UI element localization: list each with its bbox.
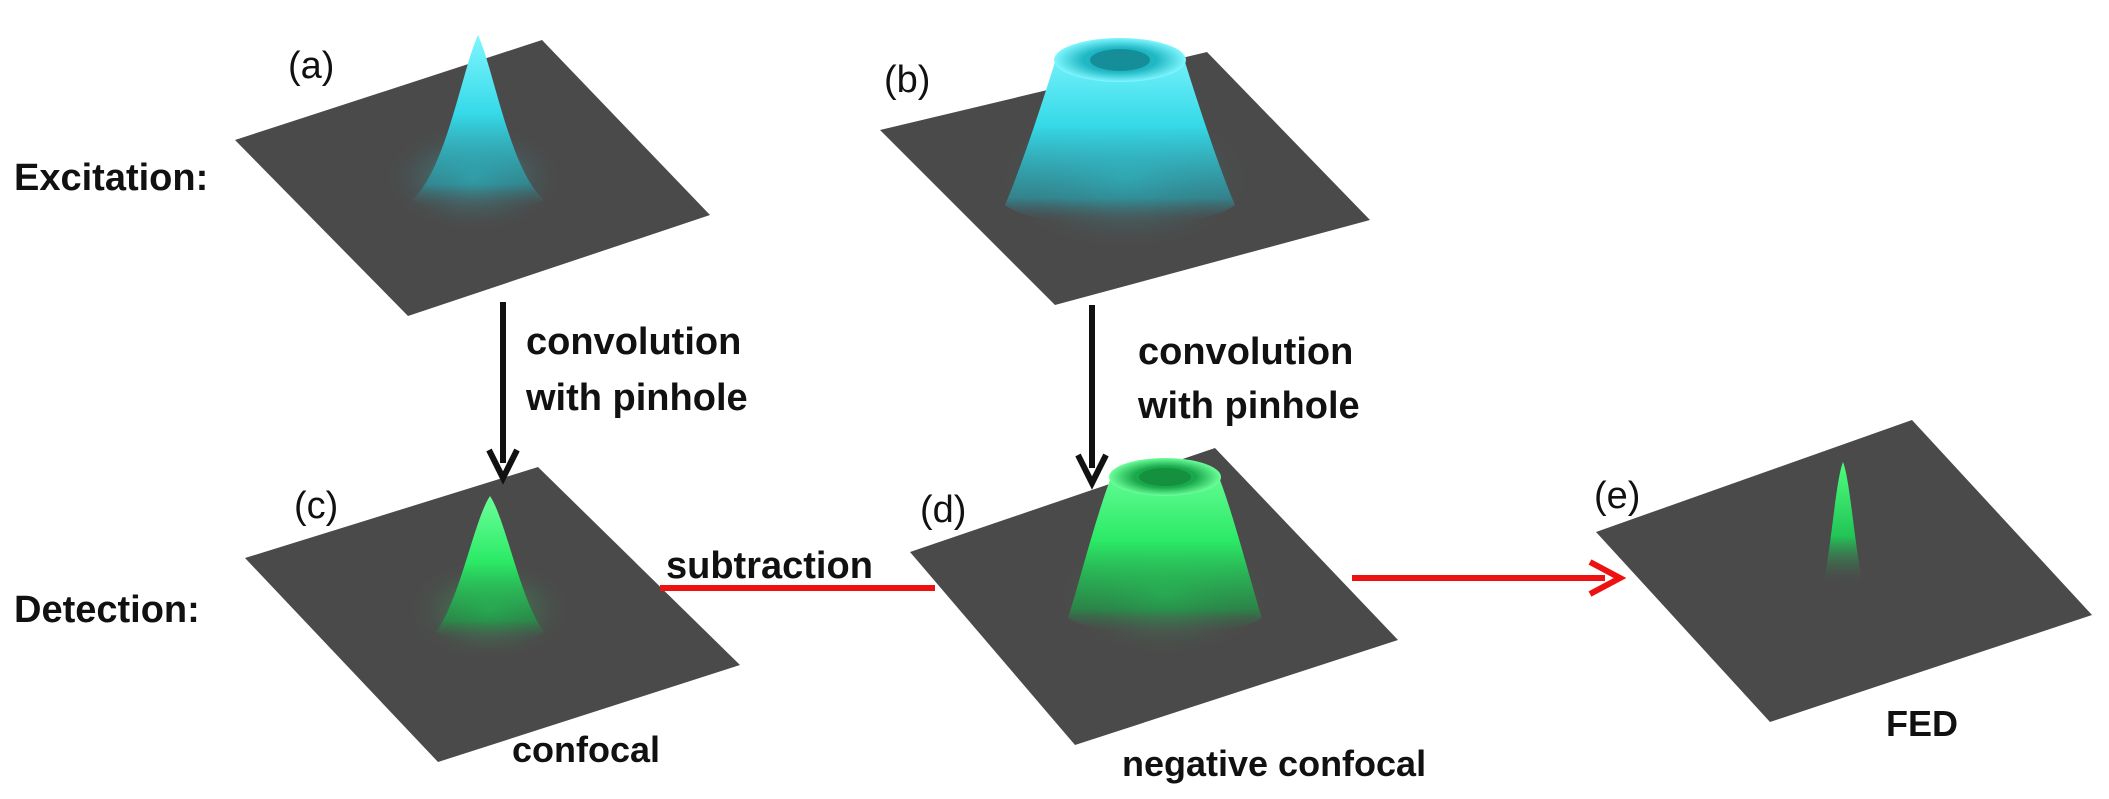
panel-tag-b: (b) — [884, 59, 930, 101]
convolution-label-right-line2: with pinhole — [1137, 385, 1360, 427]
gaussian-peak-c — [436, 496, 544, 643]
convolution-label-right-line1: convolution — [1138, 331, 1353, 373]
convolution-label-left-line2: with pinhole — [525, 377, 748, 419]
donut-peak-d — [1068, 463, 1262, 635]
row-label-excitation: Excitation: — [14, 157, 208, 199]
panel-tag-a: (a) — [288, 45, 334, 87]
panel-a: (a) — [235, 35, 710, 316]
donut-peak-b — [1005, 44, 1235, 226]
panel-caption-c: confocal — [512, 729, 660, 770]
panel-e: (e) FED — [1594, 420, 2092, 744]
panel-caption-e: FED — [1886, 703, 1958, 744]
panel-caption-d: negative confocal — [1122, 743, 1426, 784]
subtraction-label: subtraction — [666, 545, 873, 587]
narrow-peak-e — [1824, 462, 1862, 586]
panel-c: (c) confocal — [245, 467, 740, 770]
panel-b: (b) — [880, 38, 1370, 305]
convolution-arrow-left: convolution with pinhole — [486, 302, 748, 485]
panel-tag-c: (c) — [294, 485, 338, 527]
convolution-label-left-line1: convolution — [526, 321, 741, 363]
panel-d: (d) negative confocal — [910, 448, 1426, 784]
subtraction-arrowhead — [1588, 559, 1627, 597]
row-label-detection: Detection: — [14, 589, 200, 631]
panel-tag-e: (e) — [1594, 475, 1640, 517]
panel-tag-d: (d) — [920, 489, 966, 531]
donut-hole-b — [1090, 49, 1150, 71]
subtraction-arrow: subtraction — [660, 545, 1627, 597]
gaussian-peak-a — [412, 35, 544, 211]
donut-hole-d — [1139, 468, 1191, 486]
convolution-arrow-right: convolution with pinhole — [1075, 305, 1360, 490]
